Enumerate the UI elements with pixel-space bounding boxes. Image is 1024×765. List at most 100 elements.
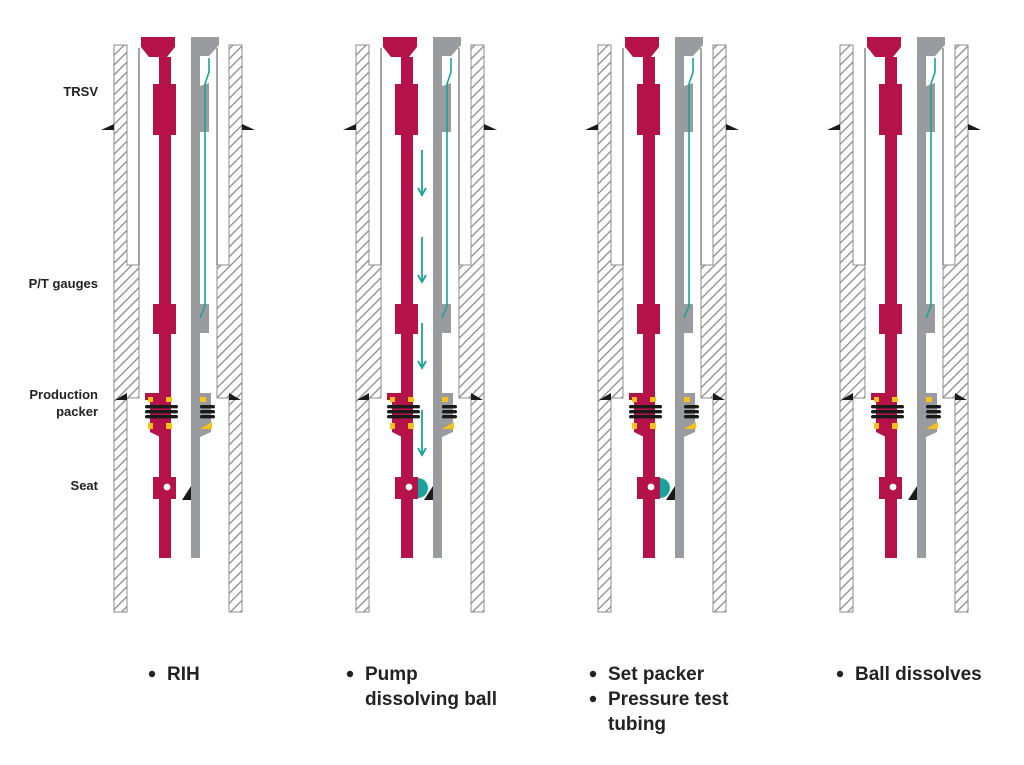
packer-slip-left-bottom-2 [892, 423, 898, 429]
packer-element-right-0 [442, 405, 457, 409]
packer-element-right-1 [926, 410, 941, 414]
well-stage-set [585, 37, 739, 613]
tubing-hanger [141, 37, 175, 57]
seat-shoulder [182, 486, 191, 500]
seat-port [889, 483, 897, 491]
well-stage-dissolve [827, 37, 981, 613]
casing-wall-right [458, 44, 485, 613]
gauge-mandrel [153, 304, 176, 334]
packer-cone-left [387, 393, 413, 400]
grey-string-top [433, 37, 461, 56]
packer-slip-left-top-2 [892, 397, 898, 402]
caption-bullet [346, 670, 354, 678]
hanger-wedge-left [101, 124, 114, 130]
flow-arrow-4 [417, 410, 427, 457]
flow-arrow-2 [417, 237, 427, 284]
label-seat: Seat [71, 478, 99, 493]
packer-element-left-1 [629, 410, 662, 414]
packer-element-left-2 [871, 415, 904, 419]
grey-string-pipe [675, 56, 684, 558]
packer-slip-left-top [148, 397, 153, 402]
packer-element-right-1 [442, 410, 457, 414]
caption-text: dissolving ball [365, 689, 497, 710]
packer-element-left-0 [629, 405, 662, 409]
packer-wedge-right [713, 393, 725, 400]
seat-port [163, 483, 171, 491]
hanger-wedge-left [343, 124, 356, 130]
packer-element-right-1 [200, 410, 215, 414]
dissolving-ball [660, 478, 670, 498]
packer-slip-left-bottom-2 [166, 423, 172, 429]
packer-slip-left-top-2 [408, 397, 414, 402]
packer-element-right-2 [442, 415, 457, 419]
hanger-wedge-right [242, 124, 255, 130]
flow-arrow-head [417, 447, 427, 457]
casing-wall-right [216, 44, 243, 613]
caption-text: Pressure test [608, 689, 729, 710]
control-line [925, 58, 936, 319]
gauge-mandrel [879, 304, 902, 334]
label-trsv: TRSV [63, 84, 98, 99]
caption-bullet [589, 670, 597, 678]
grey-string-top [675, 37, 703, 56]
packer-slip-right-top [926, 397, 932, 402]
casing-wall-left [597, 44, 624, 613]
caption-text: Set packer [608, 664, 705, 685]
casing-wall-right [942, 44, 969, 613]
casing-wall-left [355, 44, 382, 613]
packer-slip-left-bottom [632, 423, 637, 429]
casing-wall-left [839, 44, 866, 613]
control-line [683, 58, 694, 319]
packer-slip-right-top [684, 397, 690, 402]
flow-arrow-1 [417, 150, 427, 197]
packer-wedge-right [471, 393, 483, 400]
packer-element-left-1 [871, 410, 904, 414]
gauge-mandrel [395, 304, 418, 334]
hanger-wedge-left [827, 124, 840, 130]
grey-string-top [917, 37, 945, 56]
packer-slip-left-bottom [148, 423, 153, 429]
packer-slip-left-top [632, 397, 637, 402]
seat-port [405, 483, 413, 491]
packer-element-right-1 [684, 410, 699, 414]
grey-string-top [191, 37, 219, 56]
packer-slip-right-top [200, 397, 206, 402]
gauge-mandrel [637, 304, 660, 334]
tubing-hanger [625, 37, 659, 57]
seat-shoulder [908, 486, 917, 500]
packer-wedge-left [841, 393, 853, 400]
flow-arrow-head [417, 274, 427, 284]
packer-element-left-2 [629, 415, 662, 419]
packer-cone-left [145, 393, 171, 400]
packer-element-right-2 [684, 415, 699, 419]
packer-slip-right-top [442, 397, 448, 402]
packer-element-left-1 [145, 410, 178, 414]
packer-wedge-left [115, 393, 127, 400]
control-line [199, 58, 210, 319]
packer-cone-left [629, 393, 655, 400]
dissolving-ball [418, 478, 428, 498]
packer-slip-right-bottom [926, 422, 938, 429]
packer-element-right-0 [684, 405, 699, 409]
packer-wedge-left [357, 393, 369, 400]
trsv-body [395, 84, 418, 135]
seat-shoulder [666, 486, 675, 500]
trsv-body [153, 84, 176, 135]
packer-slip-left-top-2 [650, 397, 656, 402]
caption-text: Ball dissolves [855, 664, 982, 685]
caption-bullet [836, 670, 844, 678]
packer-slip-right-bottom [442, 422, 454, 429]
hanger-wedge-right [968, 124, 981, 130]
trsv-body [879, 84, 902, 135]
caption-bullet [148, 670, 156, 678]
packer-element-right-0 [200, 405, 215, 409]
well-stage-pump [343, 37, 497, 613]
control-line [441, 58, 452, 319]
tubing-hanger [383, 37, 417, 57]
packer-slip-left-bottom [390, 423, 395, 429]
packer-element-left-0 [145, 405, 178, 409]
packer-slip-left-bottom [874, 423, 879, 429]
seat-shoulder [424, 486, 433, 500]
